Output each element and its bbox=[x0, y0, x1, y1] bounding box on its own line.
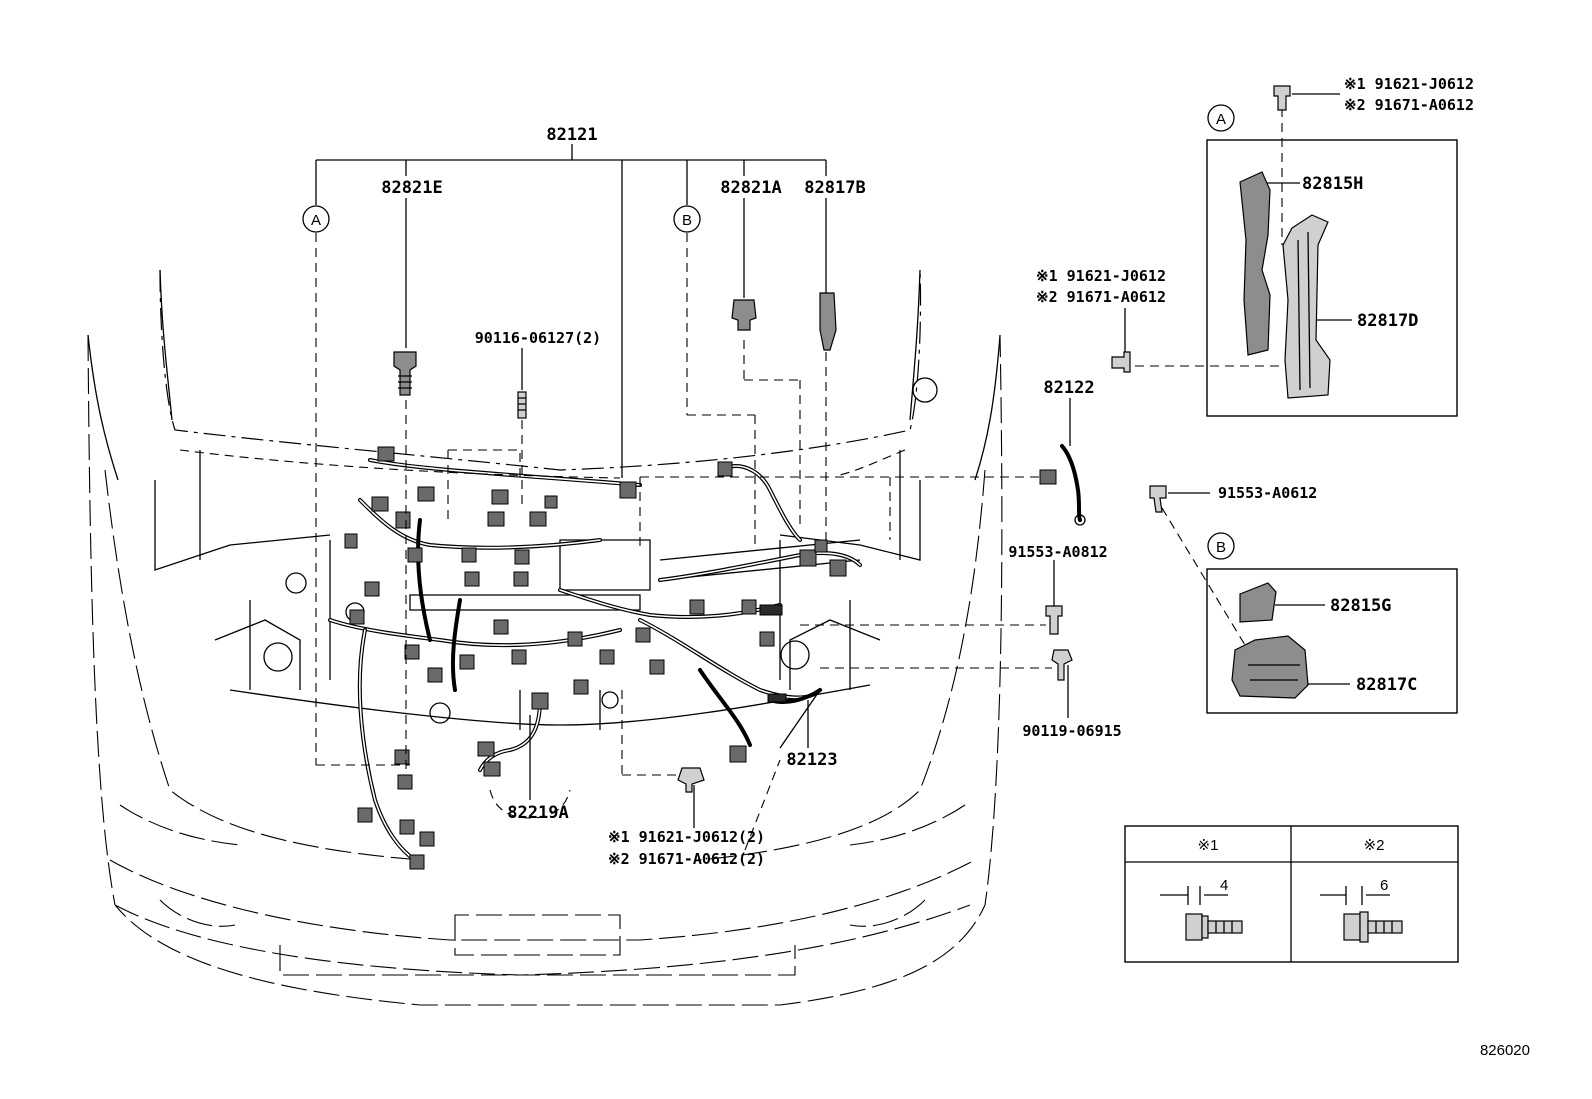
ref-a-main: A bbox=[311, 212, 321, 229]
label-82817c: 82817C bbox=[1356, 675, 1417, 695]
legend-bolt-2-head bbox=[1343, 913, 1361, 941]
cover-82815h bbox=[1239, 171, 1271, 356]
legend-col2-header: ※2 bbox=[1364, 837, 1385, 854]
legend-col1-header: ※1 bbox=[1198, 837, 1219, 854]
note-mid-2: ※2 91671-A0612 bbox=[1036, 288, 1166, 306]
label-82123: 82123 bbox=[786, 750, 837, 770]
note-bot-1: ※1 91621-J0612(2) bbox=[608, 828, 765, 846]
label-82122: 82122 bbox=[1043, 378, 1094, 398]
terminal-82122 bbox=[1074, 514, 1086, 526]
label-91553-a0612: 91553-A0612 bbox=[1218, 484, 1317, 502]
legend-col1-dim: 4 bbox=[1220, 877, 1228, 894]
label-82219a: 82219A bbox=[507, 803, 568, 823]
detail-box-b bbox=[1206, 568, 1458, 714]
label-82815h: 82815H bbox=[1302, 174, 1363, 194]
label-91553-a0812: 91553-A0812 bbox=[1008, 543, 1107, 561]
ref-a-box: A bbox=[1216, 111, 1226, 128]
bracket-82817d bbox=[1282, 214, 1331, 399]
label-82821e: 82821E bbox=[381, 178, 442, 198]
note-mid-1: ※1 91621-J0612 bbox=[1036, 267, 1166, 285]
label-90119: 90119-06915 bbox=[1022, 722, 1121, 740]
note-top-2: ※2 91671-A0612 bbox=[1344, 96, 1474, 114]
label-82821a: 82821A bbox=[720, 178, 781, 198]
detail-box-a bbox=[1206, 139, 1458, 417]
label-82815g: 82815G bbox=[1330, 596, 1391, 616]
clip-82821a bbox=[731, 299, 757, 331]
note-bot-2: ※2 91671-A0612(2) bbox=[608, 850, 765, 868]
legend-col2-dim: 6 bbox=[1380, 877, 1388, 894]
ref-b-main: B bbox=[682, 212, 692, 229]
part-labels: 82121 82821E 82821A 82817B 90116-06127(2… bbox=[381, 75, 1530, 1059]
clip-82817b bbox=[819, 292, 837, 351]
bolt-91621-j0612-top bbox=[1273, 85, 1291, 111]
label-90116: 90116-06127(2) bbox=[475, 329, 601, 347]
leader-lines bbox=[315, 93, 1352, 828]
wire-harness-82121 bbox=[328, 444, 1082, 862]
bolt-91621-j0612-mid bbox=[1111, 351, 1131, 373]
bolt-91553-a0612 bbox=[1149, 485, 1167, 513]
bolt-91621-j0612-bottom bbox=[677, 767, 705, 793]
bolt-legend-table: ※1 ※2 4 6 bbox=[1124, 825, 1459, 963]
cover-82815g bbox=[1239, 582, 1277, 623]
bracket-82817c bbox=[1231, 635, 1309, 699]
circled-references: A B A B bbox=[302, 104, 1235, 560]
fasteners-and-clips bbox=[393, 85, 1291, 793]
dashed-reference-lines bbox=[179, 108, 1320, 851]
label-82121: 82121 bbox=[546, 125, 597, 145]
clip-82821e bbox=[393, 351, 417, 396]
label-82817d: 82817D bbox=[1357, 311, 1418, 331]
note-top-1: ※1 91621-J0612 bbox=[1344, 75, 1474, 93]
connectors bbox=[344, 446, 1057, 870]
car-body-outline bbox=[87, 269, 1003, 1006]
bolt-91553-a0812 bbox=[1045, 605, 1063, 635]
label-82817b: 82817B bbox=[804, 178, 865, 198]
legend-bolt-1-head bbox=[1185, 913, 1203, 941]
ref-b-box: B bbox=[1216, 539, 1226, 556]
bolt-90119 bbox=[1051, 649, 1073, 681]
diagram-id: 826020 bbox=[1480, 1042, 1530, 1059]
stud-90116 bbox=[517, 391, 527, 419]
